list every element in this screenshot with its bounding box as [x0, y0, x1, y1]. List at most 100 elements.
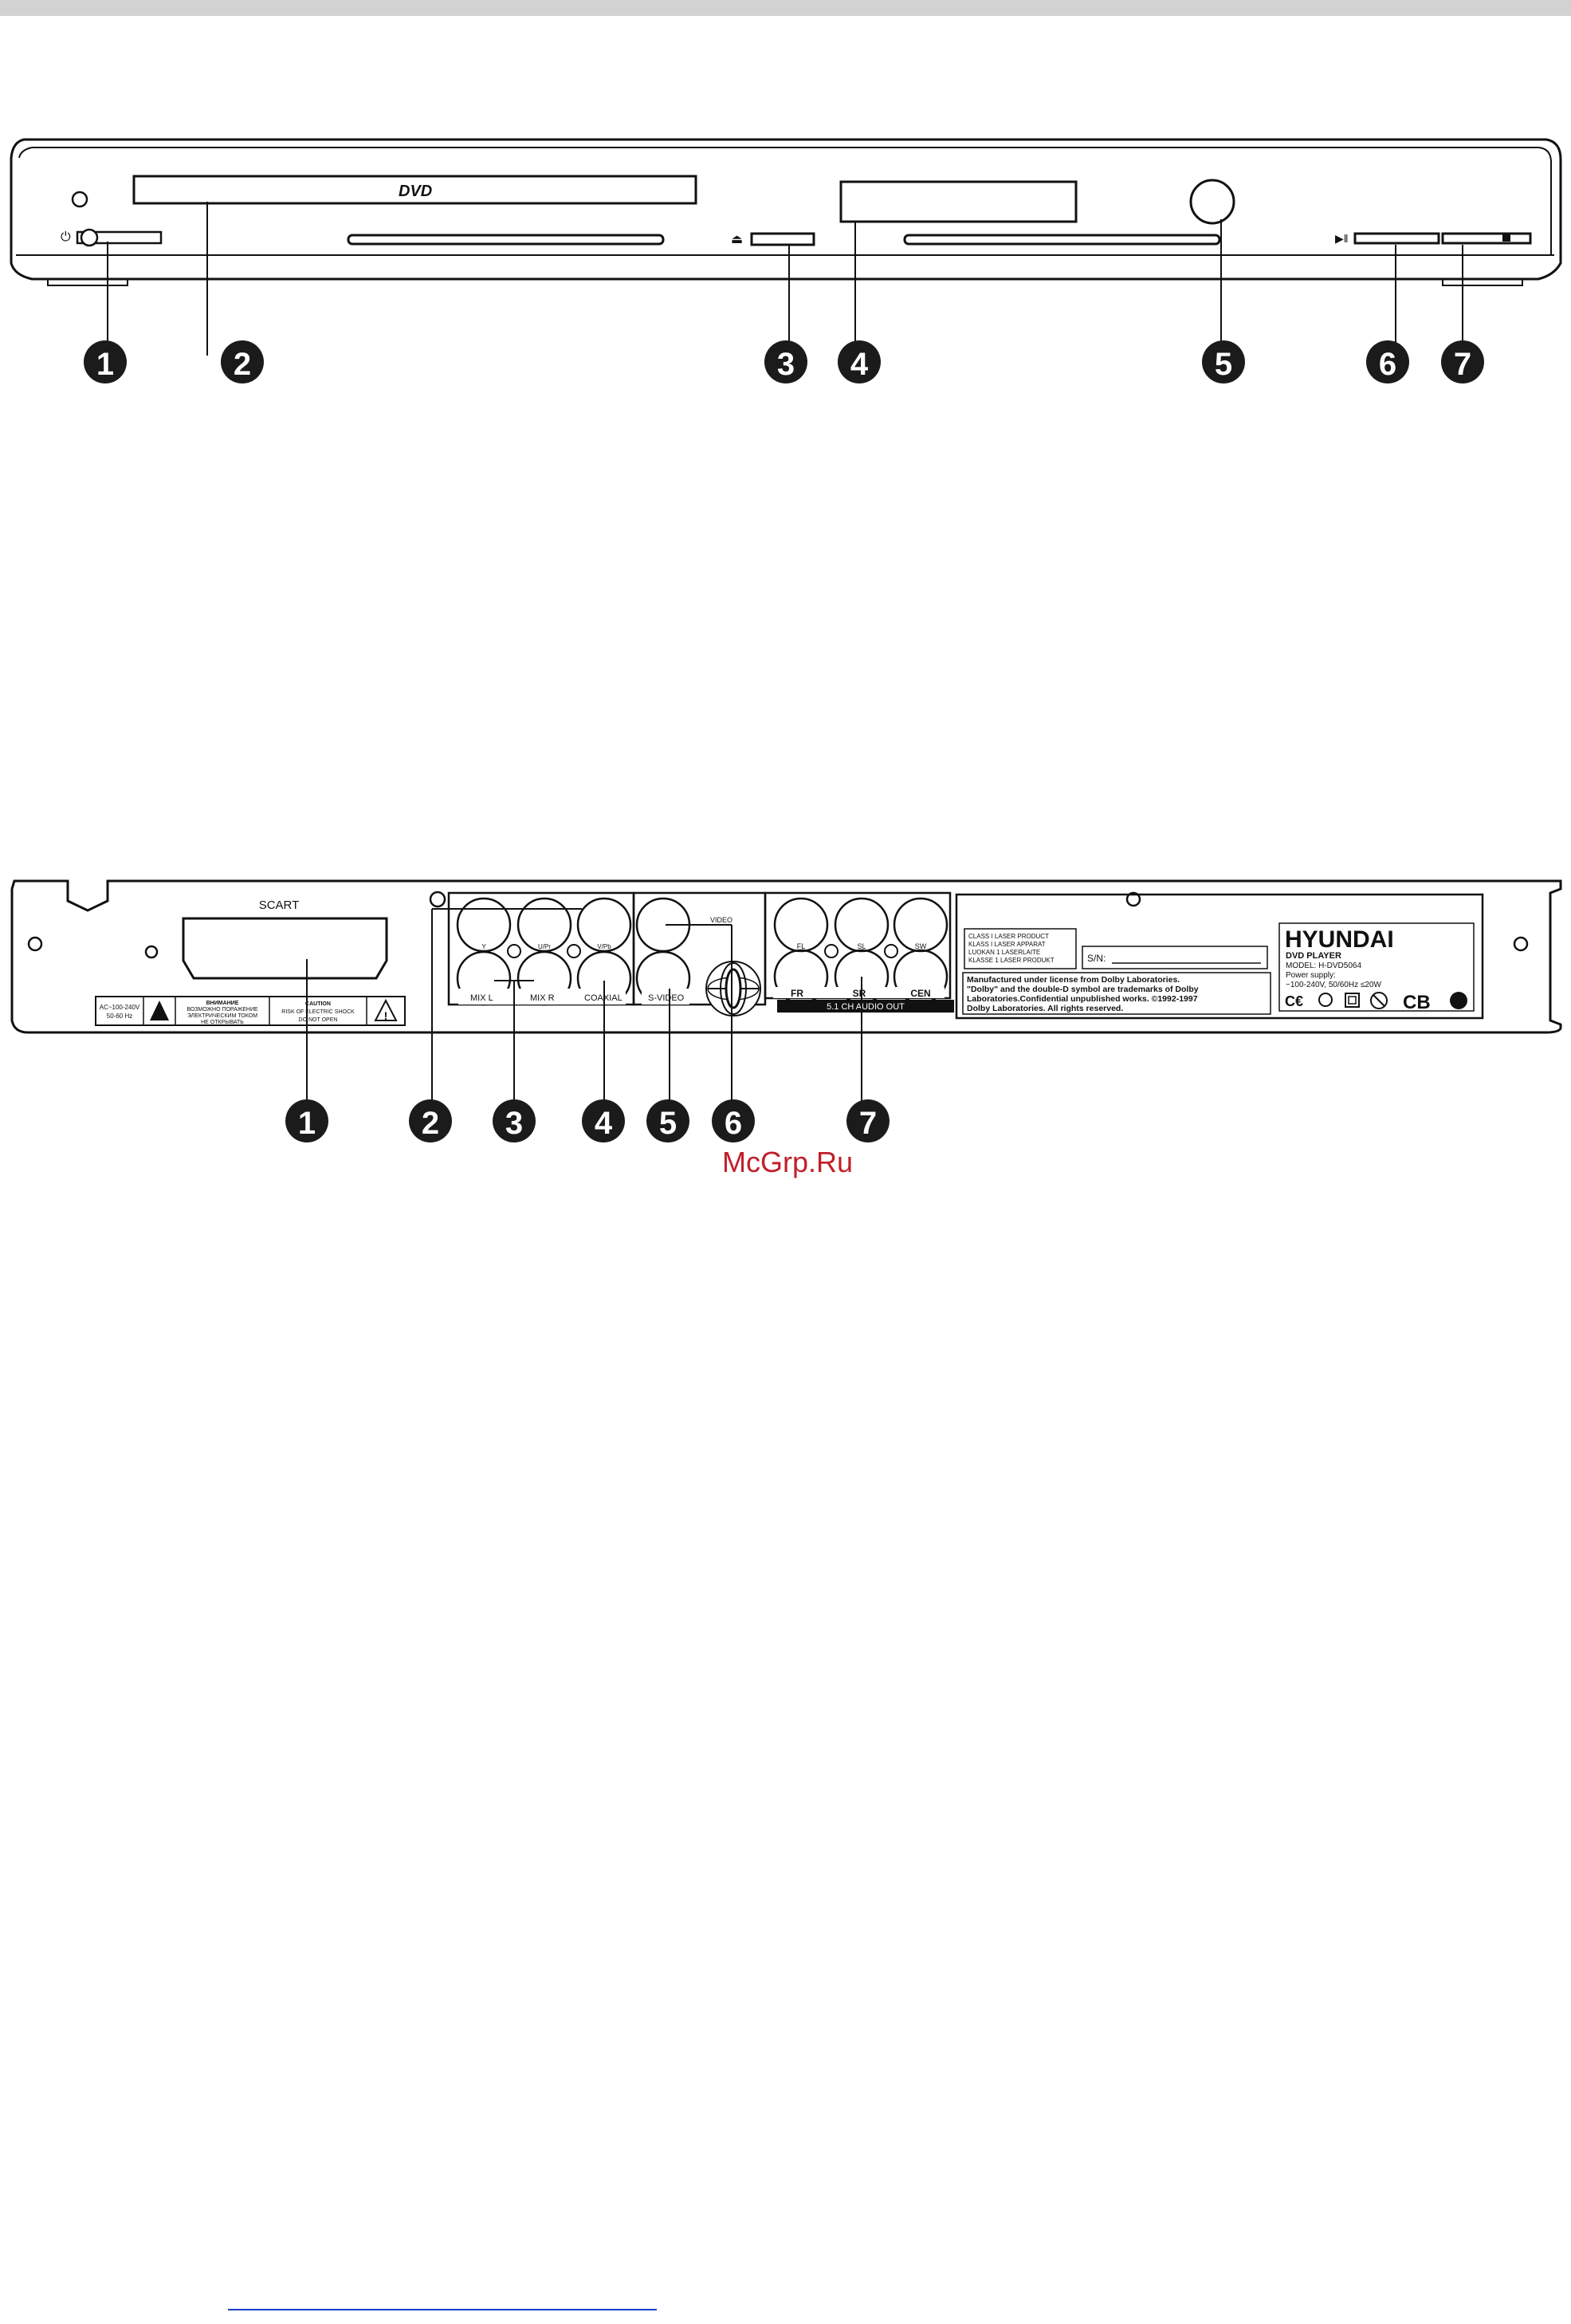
- svg-text:4: 4: [595, 1106, 613, 1141]
- power-icon: ⏻: [61, 230, 71, 244]
- warning-en-line2: RISK OF ELECTRIC SHOCK: [281, 1009, 355, 1015]
- y-label: Y: [481, 943, 486, 950]
- svg-text:6: 6: [725, 1106, 742, 1141]
- mix-right-label: MIX R: [530, 993, 555, 1003]
- dolby-line2: "Dolby" and the double-D symbol are trad…: [967, 985, 1199, 994]
- no-disposal-icon: [1370, 992, 1388, 1009]
- display-window: [839, 180, 1078, 223]
- sr-label: SR: [853, 988, 866, 999]
- warning-ru-line3: ЭЛЕКТРИЧЕСКИМ ТОКОМ: [187, 1013, 257, 1019]
- play-pause-button[interactable]: [1353, 232, 1440, 245]
- warning-en-line3: DO NOT OPEN: [299, 1017, 338, 1023]
- svg-text:7: 7: [1454, 347, 1471, 382]
- mix-left-label: MIX L: [470, 993, 493, 1003]
- rear-callout-1: 1: [285, 1099, 328, 1142]
- region-globe-icon: [705, 961, 761, 1017]
- pb-label: V/Pb: [597, 943, 611, 950]
- power-spec-line2: 50-60 Hz: [107, 1013, 132, 1020]
- footer-link-line: [228, 2309, 657, 2310]
- laser-line3: LUOKAN 1 LASERLAITE: [968, 949, 1040, 956]
- front-callout-3: 3: [764, 340, 807, 383]
- front-panel-diagram: ⏻ DVD ⏏ ▶‖ 1 2 3 4 5 6 7: [10, 138, 1562, 383]
- label-area: [955, 893, 1484, 1020]
- front-slot-right: [903, 234, 1221, 246]
- svg-text:5: 5: [659, 1106, 677, 1141]
- dolby-line1: Manufactured under license from Dolby La…: [967, 975, 1180, 985]
- front-slot-left: [347, 234, 665, 246]
- video-label: VIDEO: [710, 916, 732, 924]
- rostest-mark-icon: [1318, 993, 1333, 1007]
- rear-panel-diagram: SCART AC~100-240V 50-60 Hz ВНИМАНИЕ ВОЗМ…: [10, 879, 1562, 1178]
- ce-mark-icon: C€: [1285, 993, 1303, 1009]
- serial-text: S/N:: [1087, 953, 1106, 964]
- rear-callout-2: 2: [409, 1099, 452, 1142]
- warning-ru-line4: НЕ ОТКРЫВАТЬ: [201, 1020, 244, 1025]
- rear-panel-outline: [10, 879, 1562, 1034]
- power-supply-value: ~100-240V, 50/60Hz ≤20W: [1286, 981, 1381, 989]
- scart-connector[interactable]: [182, 917, 388, 980]
- rating-plate: [1278, 922, 1475, 1012]
- rear-callout-5: 5: [646, 1099, 689, 1142]
- sl-label: SL: [857, 942, 866, 950]
- front-callout-2: 2: [221, 340, 264, 383]
- svg-text:1: 1: [298, 1106, 316, 1141]
- watermark: McGrp.Ru: [722, 1146, 853, 1178]
- warning-label: [95, 996, 406, 1026]
- svg-text:2: 2: [234, 347, 251, 382]
- svg-text:6: 6: [1379, 347, 1396, 382]
- svg-text:2: 2: [422, 1106, 439, 1141]
- laser-line4: KLASSE 1 LASER PRODUKT: [968, 957, 1055, 964]
- page-header-bar: [0, 0, 1571, 16]
- sw-label: SW: [915, 942, 927, 950]
- svg-text:7: 7: [859, 1106, 877, 1141]
- svg-text:!: !: [384, 1009, 388, 1022]
- front-callout-4: 4: [838, 340, 881, 383]
- fl-label: FL: [797, 942, 806, 950]
- svg-text:5: 5: [1215, 347, 1232, 382]
- laser-label: [964, 928, 1077, 969]
- front-callout-7: 7: [1441, 340, 1484, 383]
- surround-output-label: 5.1 CH AUDIO OUT: [827, 1002, 905, 1012]
- laser-line2: KLASS I LASER APPARAT: [968, 941, 1046, 948]
- eject-button[interactable]: [750, 232, 815, 246]
- double-insulation-icon: [1345, 993, 1360, 1008]
- rear-callout-7: 7: [846, 1099, 890, 1142]
- brand-logo: HYUNDAI: [1285, 926, 1394, 953]
- svg-text:3: 3: [777, 347, 795, 382]
- serial-label: [1082, 946, 1268, 969]
- power-button[interactable]: [76, 230, 163, 245]
- eject-icon: ⏏: [731, 233, 743, 246]
- cen-label: CEN: [910, 988, 930, 999]
- disc-tray[interactable]: [132, 175, 697, 205]
- dolby-line3: Laboratories.Confidential unpublished wo…: [967, 994, 1198, 1004]
- warning-ru-line1: ВНИМАНИЕ: [206, 1001, 239, 1006]
- svg-text:1: 1: [96, 347, 114, 382]
- front-panel-body: [10, 138, 1562, 281]
- front-callout-1: 1: [84, 340, 127, 383]
- dolby-label: [962, 972, 1271, 1015]
- warning-ru-line2: ВОЗМОЖНО ПОРАЖЕНИЕ: [187, 1007, 258, 1013]
- surround-output-bar: [777, 1000, 954, 1013]
- power-supply-label: Power supply:: [1286, 971, 1336, 980]
- remote-sensor: [1189, 179, 1235, 225]
- scart-label: SCART: [259, 899, 300, 912]
- pr-label: U/Pr: [538, 943, 551, 950]
- dolby-line4: Dolby Laboratories. All rights reserved.: [967, 1004, 1123, 1013]
- svg-text:4: 4: [850, 347, 869, 382]
- stop-button[interactable]: [1441, 232, 1532, 245]
- svg-text:3: 3: [505, 1106, 523, 1141]
- warning-en-line1: CAUTION: [305, 1001, 331, 1007]
- coaxial-label: COAXIAL: [584, 993, 623, 1003]
- play-pause-icon: ▶‖: [1335, 232, 1349, 245]
- recycle-icon: [1450, 992, 1467, 1009]
- stop-icon: [1502, 234, 1510, 242]
- laser-line1: CLASS I LASER PRODUCT: [968, 933, 1049, 940]
- caution-icon: [374, 998, 398, 1021]
- front-callout-6: 6: [1366, 340, 1409, 383]
- cb-mark: CB: [1403, 992, 1431, 1013]
- front-callout-5: 5: [1202, 340, 1245, 383]
- product-name: DVD PLAYER: [1286, 951, 1341, 961]
- shock-warning-icon: [150, 1001, 169, 1020]
- fr-label: FR: [791, 988, 803, 999]
- rear-callout-4: 4: [582, 1099, 625, 1142]
